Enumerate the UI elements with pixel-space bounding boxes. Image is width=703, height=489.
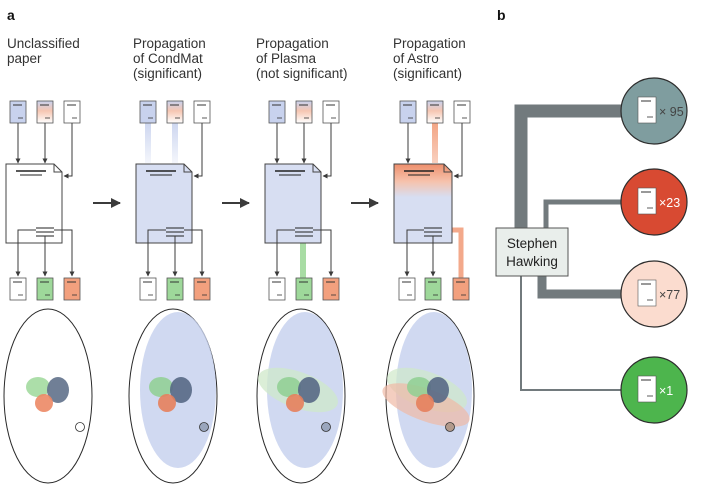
reference-paper-white bbox=[322, 100, 340, 124]
reference-paper-blue bbox=[268, 100, 286, 124]
svg-text:of Plasma: of Plasma bbox=[256, 51, 317, 66]
svg-text:(significant): (significant) bbox=[393, 66, 462, 81]
reference-paper-blue-orange bbox=[166, 100, 184, 124]
field-space-astro bbox=[382, 308, 475, 484]
reference-paper-white bbox=[193, 100, 211, 124]
citing-paper-orange bbox=[322, 277, 340, 301]
stage-title-unclassified: Unclassified paper bbox=[7, 36, 80, 66]
citing-paper-green bbox=[295, 277, 313, 301]
paper-icon bbox=[637, 375, 657, 403]
count-label: ×77 bbox=[659, 288, 680, 302]
svg-text:(significant): (significant) bbox=[133, 66, 202, 81]
field-node-1: × 95 bbox=[620, 77, 688, 145]
stage-astro-citation-graph bbox=[393, 100, 471, 301]
svg-text:Propagation: Propagation bbox=[133, 36, 206, 51]
citing-paper-green bbox=[424, 277, 442, 301]
citing-paper-white bbox=[139, 277, 157, 301]
svg-text:of CondMat: of CondMat bbox=[133, 51, 203, 66]
author-name-line-2: Hawking bbox=[506, 254, 558, 269]
svg-text:of Astro: of Astro bbox=[393, 51, 439, 66]
paper-icon bbox=[637, 279, 657, 307]
citing-paper-green bbox=[166, 277, 184, 301]
field-node-2: ×23 bbox=[620, 168, 688, 236]
reference-paper-white bbox=[453, 100, 471, 124]
citing-paper-orange bbox=[63, 277, 81, 301]
stage-title-plasma: Propagation of Plasma (not significant) bbox=[256, 36, 348, 81]
stage-title-astro: Propagation of Astro (significant) bbox=[393, 36, 466, 81]
citing-paper-green bbox=[36, 277, 54, 301]
svg-text:(not significant): (not significant) bbox=[256, 66, 348, 81]
field-space-unclassified bbox=[3, 308, 93, 484]
author-name-line-1: Stephen bbox=[507, 236, 557, 251]
citing-paper-white bbox=[268, 277, 286, 301]
count-label: ×23 bbox=[659, 196, 680, 210]
stage-plasma-citation-graph bbox=[264, 100, 340, 301]
citing-paper-orange bbox=[193, 277, 211, 301]
svg-text:Propagation: Propagation bbox=[393, 36, 466, 51]
central-paper-condmat bbox=[135, 163, 193, 244]
reference-paper-blue-orange bbox=[426, 100, 444, 124]
citing-paper-orange bbox=[452, 277, 470, 301]
stage-title-condmat: Propagation of CondMat (significant) bbox=[133, 36, 206, 81]
stage-condmat-citation-graph bbox=[135, 100, 211, 301]
stage-unclassified-citation-graph bbox=[5, 100, 81, 301]
reference-paper-blue-orange bbox=[295, 100, 313, 124]
count-label: ×1 bbox=[659, 384, 673, 398]
field-node-4: ×1 bbox=[620, 356, 688, 424]
central-paper-astro bbox=[393, 163, 453, 244]
central-paper-unclassified bbox=[5, 163, 63, 244]
reference-paper-blue bbox=[399, 100, 417, 124]
reference-paper-blue-orange bbox=[36, 100, 54, 124]
reference-paper-blue bbox=[139, 100, 157, 124]
svg-text:Propagation: Propagation bbox=[256, 36, 329, 51]
field-space-condmat bbox=[128, 308, 218, 484]
citing-paper-white bbox=[398, 277, 416, 301]
svg-text:Unclassified: Unclassified bbox=[7, 36, 80, 51]
paper-icon bbox=[637, 96, 657, 124]
count-label: × 95 bbox=[659, 105, 684, 119]
svg-text:paper: paper bbox=[7, 51, 42, 66]
citing-paper-white bbox=[9, 277, 27, 301]
author-node: Stephen Hawking bbox=[495, 227, 569, 277]
citation-links bbox=[514, 104, 628, 391]
reference-paper-blue bbox=[9, 100, 27, 124]
panel-b-letter: b bbox=[497, 7, 506, 23]
reference-paper-white bbox=[63, 100, 81, 124]
field-node-3: ×77 bbox=[620, 260, 688, 328]
panel-a-letter: a bbox=[7, 7, 15, 23]
field-space-plasma bbox=[256, 308, 346, 484]
central-paper-plasma bbox=[264, 163, 322, 244]
paper-icon bbox=[637, 187, 657, 215]
